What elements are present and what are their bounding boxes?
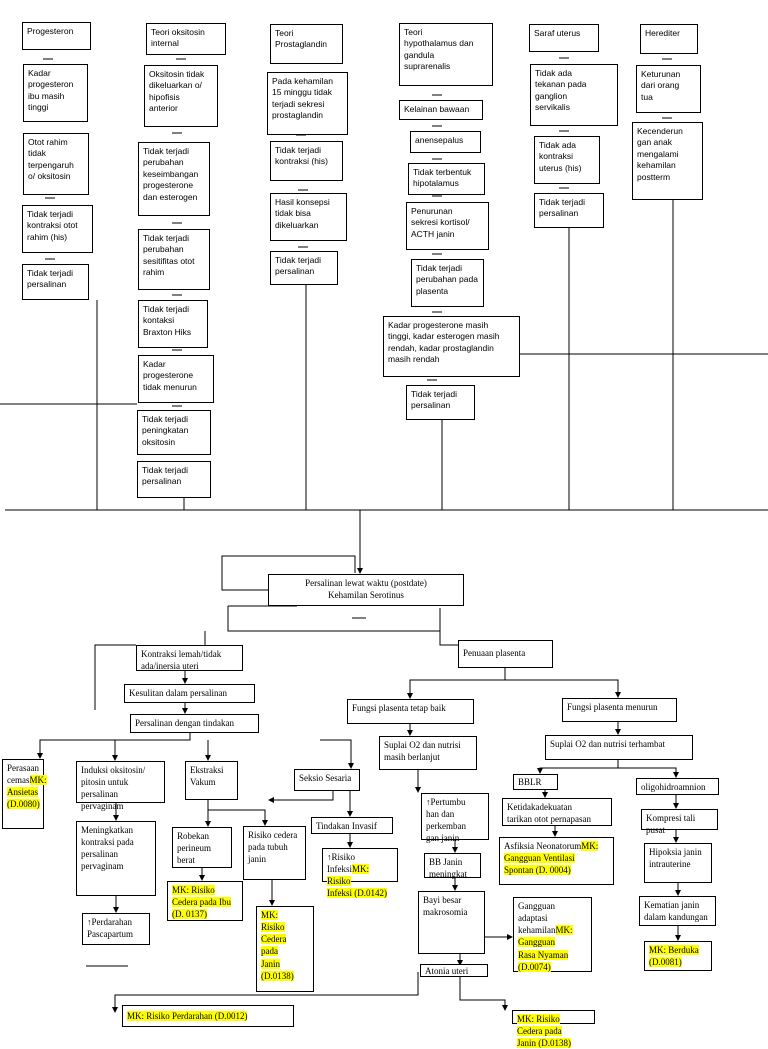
node-kontraksi-lemah: Kontraksi lemah/tidak ada/inersia uteri <box>136 645 243 671</box>
node-kelainan-bawaan: Kelainan bawaan <box>399 100 483 120</box>
node-kadar-progesteron: Kadar progesteron ibu masih tinggi <box>23 64 88 122</box>
node-penurunan-sekresi: Penurunan sekresi kortisol/ ACTH janin <box>406 202 489 250</box>
node-sensitifitas: Tidak terjadi perubahan sesitifitas otot… <box>138 229 210 290</box>
node-risiko-tubuh-janin: Risiko cedera pada tubuh janin <box>243 826 306 880</box>
node-fungsi-baik: Fungsi plasenta tetap baik <box>347 699 474 724</box>
connector-lines <box>0 57 768 1013</box>
node-kontraksi-uterus: Tidak ada kontraksi uterus (his) <box>534 136 600 184</box>
node-hasil-konsepsi: Hasil konsepsi tidak bisa dikeluarkan <box>270 193 347 241</box>
node-persalinan-tindakan: Persalinan dengan tindakan <box>130 714 259 733</box>
node-perdarahan-pascapartum: ↑Perdarahan Pascapartum <box>82 913 150 945</box>
node-mk-perdarahan: MK: Risiko Perdarahan (D.0012) <box>122 1005 294 1027</box>
node-hipotalamus: Tidak terbentuk hipotalamus <box>408 163 485 195</box>
mk-risiko-janin-1: MK: Risiko Cedera pada Janin (D.0138) <box>261 910 294 981</box>
label-risiko-infeksi: ↑Risiko Infeksi <box>327 852 356 875</box>
node-persalinan-1: Tidak terjadi persalinan <box>22 264 89 300</box>
node-oksitosin-tidak: Oksitosin tidak dikeluarkan o/ hipofisis… <box>144 65 218 127</box>
node-perubahan-keseimbangan: Tidak terjadi perubahan keseimbangan pro… <box>138 142 210 216</box>
node-kompresi: Kompresi tali pusat <box>641 809 718 835</box>
node-hipoksia: Hipoksia janin intrauterine <box>644 843 712 883</box>
node-penuaan-plasenta: Penuaan plasenta <box>458 640 553 668</box>
node-suplai-berlanjut: Suplai O2 dan nutrisi masih berlanjut <box>379 736 477 770</box>
node-saraf-uterus: Saraf uterus <box>529 24 599 52</box>
node-kesulitan: Kesulitan dalam persalinan <box>124 684 255 703</box>
node-teori-oksitosin: Teori oksitosin internal <box>146 23 226 55</box>
node-tekanan-ganglion: Tidak ada tekanan pada ganglion servikal… <box>530 64 618 126</box>
node-progesterone-menurun: Kadar progesterone tidak menurun <box>138 355 214 403</box>
node-persalinan-lewat-waktu: Persalinan lewat waktu (postdate) Kehami… <box>268 574 464 606</box>
node-teori-hypothalamus: Teori hypothalamus dan gandula suprarena… <box>399 23 493 86</box>
node-kematian: Kematian janin dalam kandungan <box>639 896 716 926</box>
node-bblr: BBLR <box>513 774 558 790</box>
node-bb-janin: BB Janin meningkat <box>424 853 481 879</box>
node-suplai-terhambat: Suplai O2 dan nutrisi terhambat <box>545 735 693 760</box>
node-oligohidroamnion: oligohidroamnion <box>636 778 719 795</box>
node-induksi: Induksi oksitosin/ pitosin untuk persali… <box>76 761 165 811</box>
node-otot-rahim: Otot rahim tidak terpengaruh o/ oksitosi… <box>23 133 89 195</box>
node-ketidakadekuatan: Ketidakadekuatan tarikan otot pernapasan <box>502 798 612 826</box>
node-kontraksi-his: Tidak terjadi kontraksi (his) <box>270 141 343 181</box>
node-fungsi-menurun: Fungsi plasenta menurun <box>562 698 677 722</box>
label-perasaan-cemas: Perasaan cemas <box>7 763 39 786</box>
node-kehamilan-15: Pada kehamilan 15 minggu tidak terjadi s… <box>267 72 348 135</box>
node-tindakan-invasif: Tindakan Invasif <box>311 817 393 834</box>
node-robekan: Robekan perineum berat <box>172 827 232 868</box>
node-mk-risiko-janin-2: MK: Risiko Cedera pada Janin (D.0138) <box>512 1010 595 1049</box>
node-asfiksia: Asfiksia NeonatorumMK: Gangguan Ventilas… <box>499 837 614 885</box>
label-asfiksia: Asfiksia Neonatorum <box>504 841 582 851</box>
label-gangguan-adaptasi: Gangguan adaptasi kehamilan <box>518 901 556 936</box>
node-mk-risiko-ibu: MK: Risiko Cedera pada Ibu (D. 0137) <box>167 881 243 921</box>
node-mk-risiko-janin-1: MK: Risiko Cedera pada Janin (D.0138) <box>256 906 314 992</box>
node-progesteron: Progesteron <box>22 22 91 50</box>
node-braxton: Tidak terjadi kontaksi Braxton Hiks <box>138 300 208 348</box>
node-persalinan-3: Tidak terjadi persalinan <box>270 251 338 285</box>
node-persalinan-2: Tidak terjadi persalinan <box>137 461 211 498</box>
node-seksio: Seksio Sesaria <box>294 769 360 791</box>
node-ekstraksi: Ekstraksi Vakum <box>185 761 238 800</box>
node-herediter: Herediter <box>640 24 698 54</box>
node-perubahan-plasenta: Tidak terjadi perubahan pada plasenta <box>411 259 484 307</box>
node-perasaan-cemas: Perasaan cemasMK: Ansietas (D.0080) <box>2 759 47 829</box>
mk-perdarahan: MK: Risiko Perdarahan (D.0012) <box>127 1011 248 1021</box>
node-keturunan: Keturunan dari orang tua <box>636 65 701 113</box>
node-bayi-besar: Bayi besar makrosomia <box>418 891 485 954</box>
node-persalinan-5: Tidak terjadi persalinan <box>534 193 604 228</box>
node-risiko-infeksi: ↑Risiko InfeksiMK: Risiko Infeksi (D.014… <box>322 848 398 899</box>
pathway-diagram: Progesteron Kadar progesteron ibu masih … <box>0 22 768 1049</box>
node-meningkatkan-kontraksi: Meningkatkan kontraksi pada persalinan p… <box>76 821 156 896</box>
node-peningkatan-oksitosin: Tidak terjadi peningkatan oksitosin <box>137 410 211 455</box>
node-tidak-kontraksi-otot: Tidak terjadi kontraksi otot rahim (his) <box>22 205 93 253</box>
mk-risiko-janin-2: MK: Risiko Cedera pada Janin (D.0138) <box>517 1014 571 1049</box>
node-anensepalus: anensepalus <box>410 131 481 153</box>
mk-risiko-ibu: MK: Risiko Cedera pada Ibu (D. 0137) <box>172 885 231 920</box>
node-mk-berduka: MK: Berduka (D.0081) <box>644 941 712 971</box>
node-kecenderungan: Kecenderun gan anak mengalami kehamilan … <box>632 122 703 200</box>
node-gangguan-adaptasi: Gangguan adaptasi kehamilanMK: Gangguan … <box>513 897 592 972</box>
node-teori-prostaglandin: Teori Prostaglandin <box>270 24 343 64</box>
node-persalinan-4: Tidak terjadi persalinan <box>406 385 475 420</box>
mk-berduka: MK: Berduka (D.0081) <box>649 945 699 968</box>
node-atonia: Atonia uteri <box>420 964 488 977</box>
node-pertumbuhan: ↑Pertumbu han dan perkemban gan janin <box>421 793 489 843</box>
node-kadar-masih-tinggi: Kadar progesterone masih tinggi, kadar e… <box>383 316 520 377</box>
